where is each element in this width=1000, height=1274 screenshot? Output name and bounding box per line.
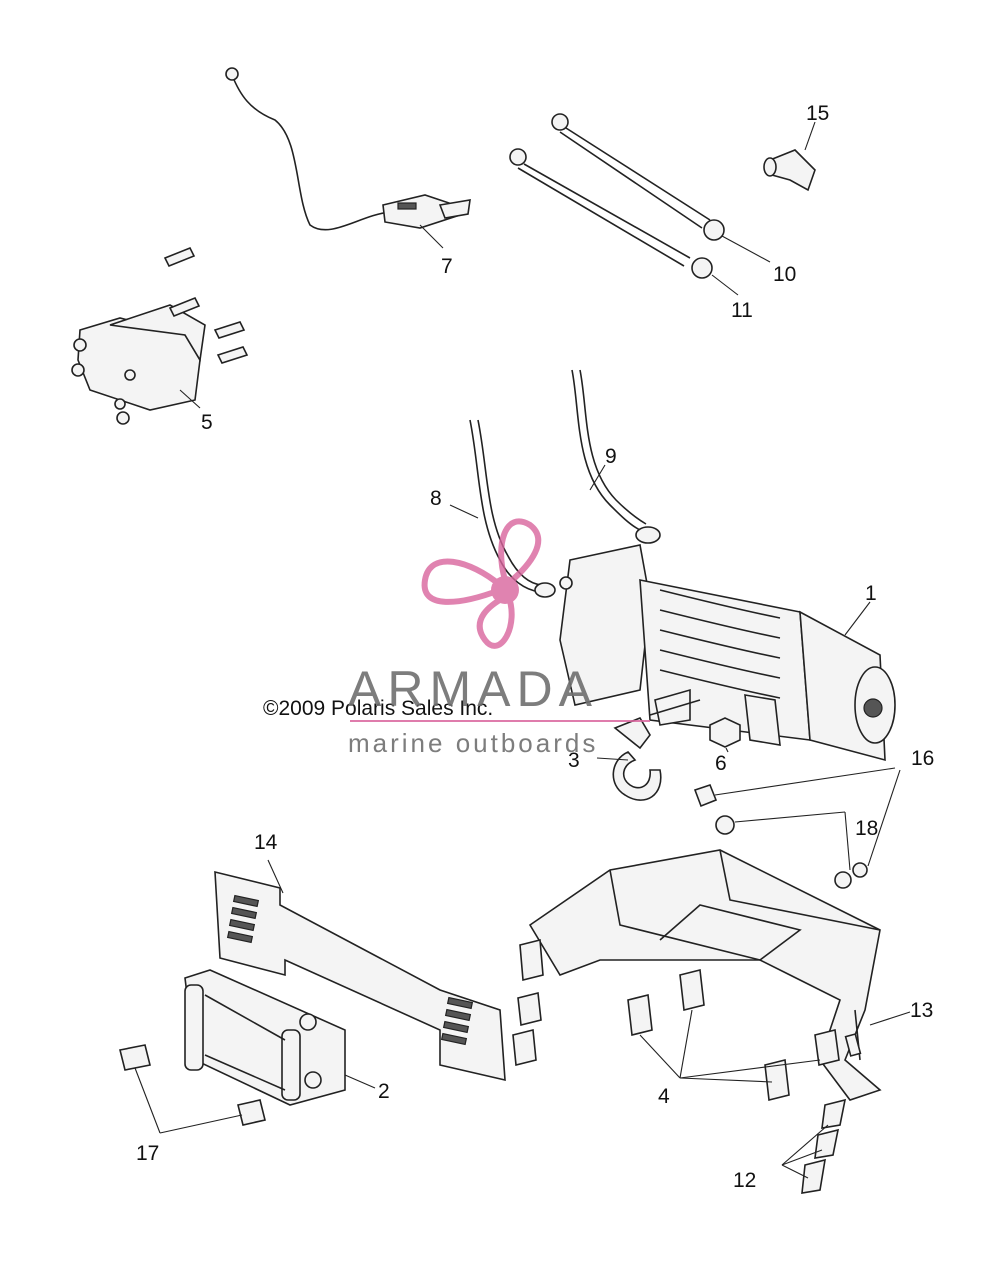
- part-1-winch: [559, 544, 896, 762]
- part-12-bolts: [781, 1098, 847, 1194]
- copyright-notice: ©2009 Polaris Sales Inc.: [263, 697, 494, 720]
- label-part-6: 6: [715, 752, 727, 775]
- part-7-remote-switch: [225, 67, 471, 249]
- part-16-bolts: [693, 767, 901, 878]
- label-part-18: 18: [855, 817, 879, 840]
- label-part-17: 17: [136, 1142, 160, 1165]
- watermark-divider: [350, 720, 650, 722]
- label-part-16: 16: [911, 747, 935, 770]
- label-part-7: 7: [441, 255, 453, 278]
- label-part-10: 10: [773, 263, 797, 286]
- label-part-13: 13: [910, 999, 934, 1022]
- part-14-plate-bracket: [214, 859, 506, 1082]
- label-part-14: 14: [254, 831, 278, 854]
- label-part-8: 8: [430, 487, 442, 510]
- label-part-9: 9: [605, 445, 617, 468]
- part-15-boot: [763, 121, 816, 192]
- part-2-roller-fairlead: [184, 969, 376, 1106]
- part-3-hook: [596, 699, 701, 801]
- part-10-cable: [551, 113, 771, 263]
- label-part-2: 2: [378, 1080, 390, 1103]
- part-6-nut: [709, 717, 741, 753]
- label-part-1: 1: [865, 582, 877, 605]
- label-part-5: 5: [201, 411, 213, 434]
- watermark-title: ARMADA: [348, 661, 598, 717]
- part-11-cable: [509, 148, 739, 296]
- part-9-cable: [571, 369, 661, 544]
- label-part-15: 15: [806, 102, 830, 125]
- part-18-washers: [715, 811, 852, 889]
- label-part-3: 3: [568, 749, 580, 772]
- part-17-bolts: [119, 1044, 266, 1134]
- label-part-11: 11: [731, 299, 753, 322]
- part-13-mount-bracket: [528, 849, 911, 1101]
- fairlead-bolts: [512, 938, 544, 1067]
- part-4-bolts: [627, 969, 840, 1101]
- label-part-4: 4: [658, 1085, 670, 1108]
- label-part-12: 12: [733, 1169, 757, 1192]
- watermark-propeller-icon: [421, 518, 542, 649]
- watermark-subtitle: marine outboards: [348, 728, 599, 758]
- part-5-contactor: [71, 246, 249, 425]
